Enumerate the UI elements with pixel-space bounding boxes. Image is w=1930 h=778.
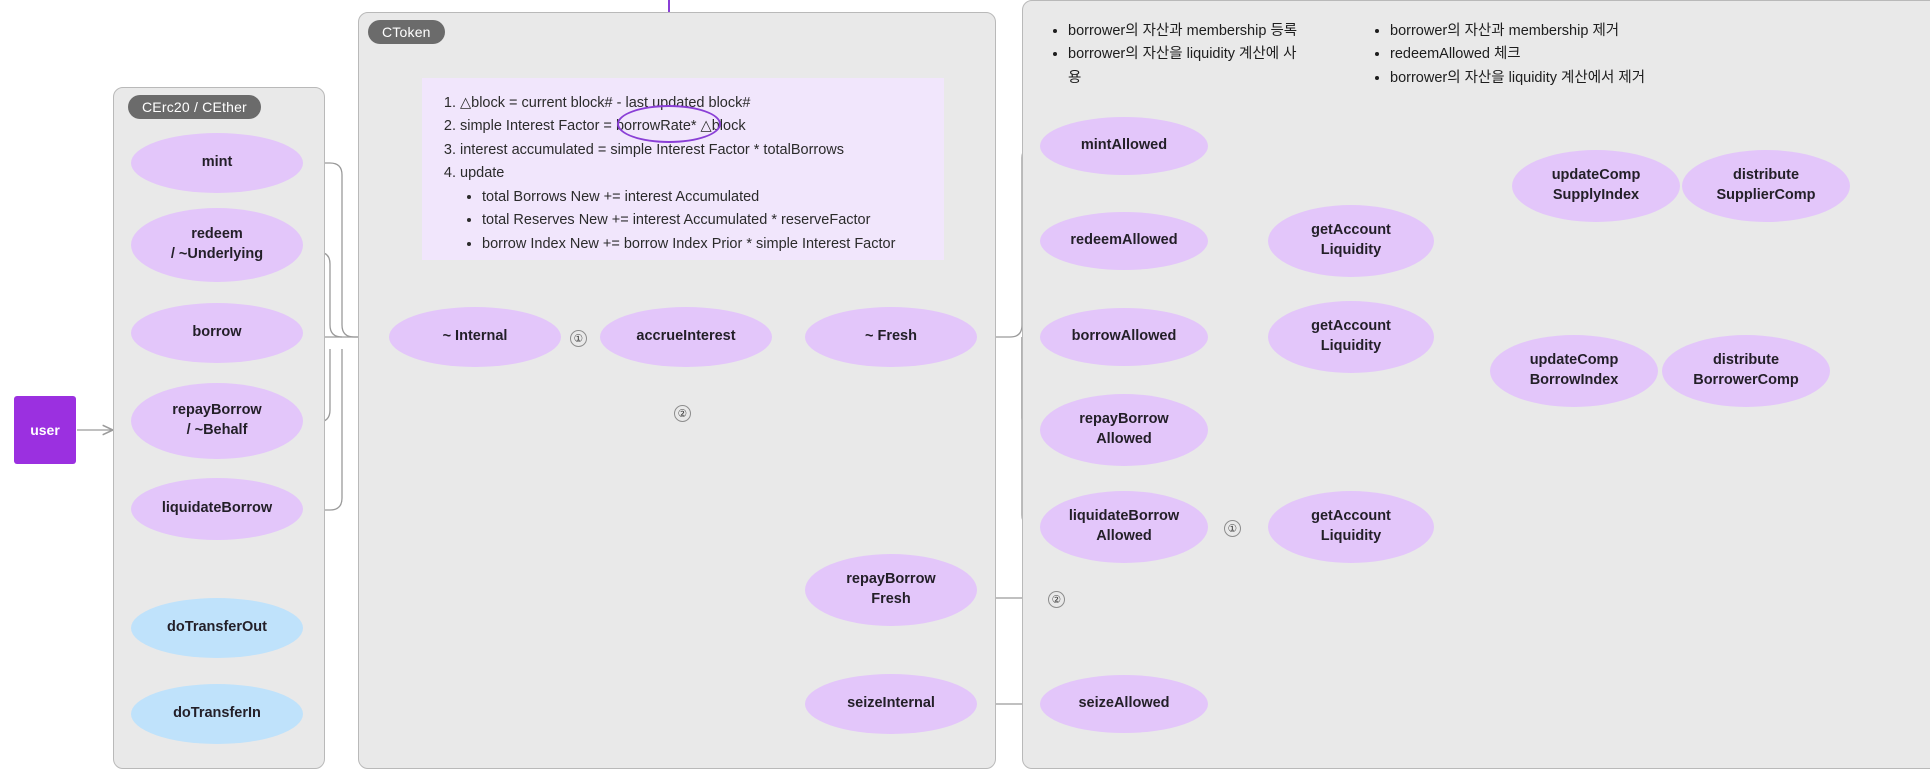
- node-update-comp-borrow-index-line1: updateComp: [1529, 352, 1619, 369]
- accrue-note-item-4: update total Borrows New += interest Acc…: [460, 162, 932, 256]
- panel-ctoken-title: CToken: [368, 20, 445, 44]
- node-get-account-liquidity-1[interactable]: getAccount Liquidity: [1268, 205, 1434, 277]
- node-liquidate-borrow-allowed-line2: Allowed: [1096, 528, 1152, 544]
- accrue-note-sub-1: total Borrows New += interest Accumulate…: [482, 186, 932, 209]
- node-repay-borrow[interactable]: repayBorrow / ~Behalf: [131, 383, 303, 459]
- node-borrow-allowed-label: borrowAllowed: [1071, 328, 1177, 345]
- node-mint-allowed-label: mintAllowed: [1080, 137, 1168, 154]
- node-get-account-liquidity-1-line1: getAccount: [1311, 222, 1391, 239]
- node-liquidate-borrow-allowed[interactable]: liquidateBorrow Allowed: [1040, 491, 1208, 563]
- user-box: user: [14, 396, 76, 464]
- accrue-note-item-2-prefix: simple Interest Factor =: [460, 118, 616, 135]
- korean-note-left-item-1: borrower의 자산과 membership 등록: [1068, 20, 1308, 43]
- node-fresh-label: ~ Fresh: [865, 328, 917, 345]
- node-accrue-interest[interactable]: accrueInterest: [600, 307, 772, 367]
- korean-note-right: borrower의 자산과 membership 제거 redeemAllowe…: [1370, 20, 1670, 90]
- node-mint[interactable]: mint: [131, 133, 303, 193]
- accrue-note-sub-2: total Reserves New += interest Accumulat…: [482, 209, 932, 232]
- node-update-comp-supply-index[interactable]: updateComp SupplyIndex: [1512, 150, 1680, 222]
- node-update-comp-supply-index-line1: updateComp: [1551, 167, 1641, 184]
- node-repay-borrow-fresh-line1: repayBorrow: [846, 571, 936, 588]
- accrue-note-sub-3: borrow Index New += borrow Index Prior *…: [482, 233, 932, 256]
- node-distribute-borrower-comp[interactable]: distribute BorrowerComp: [1662, 335, 1830, 407]
- node-distribute-supplier-comp-line2: SupplierComp: [1716, 187, 1816, 203]
- node-internal-label: ~ Internal: [442, 328, 508, 345]
- node-do-transfer-out[interactable]: doTransferOut: [131, 598, 303, 658]
- node-do-transfer-out-label: doTransferOut: [167, 619, 267, 636]
- node-repay-borrow-allowed-line2: Allowed: [1096, 431, 1152, 447]
- node-get-account-liquidity-2-line1: getAccount: [1311, 318, 1391, 335]
- node-seize-allowed[interactable]: seizeAllowed: [1040, 675, 1208, 733]
- borrow-rate-highlight-ellipse: [617, 105, 721, 143]
- node-redeem-allowed[interactable]: redeemAllowed: [1040, 212, 1208, 270]
- node-liquidate-borrow-allowed-line1: liquidateBorrow: [1068, 508, 1180, 525]
- node-borrow[interactable]: borrow: [131, 303, 303, 363]
- edge-label-internal-accrue: ①: [570, 330, 587, 347]
- node-mint-allowed[interactable]: mintAllowed: [1040, 117, 1208, 175]
- user-label: user: [30, 422, 60, 438]
- node-update-comp-supply-index-line2: SupplyIndex: [1552, 187, 1640, 203]
- node-get-account-liquidity-1-line2: Liquidity: [1320, 242, 1382, 258]
- node-get-account-liquidity-2[interactable]: getAccount Liquidity: [1268, 301, 1434, 373]
- node-mint-label: mint: [201, 154, 233, 171]
- node-do-transfer-in[interactable]: doTransferIn: [131, 684, 303, 744]
- korean-note-left-list: borrower의 자산과 membership 등록 borrower의 자산…: [1048, 20, 1308, 90]
- accrue-note-sublist: total Borrows New += interest Accumulate…: [460, 186, 932, 256]
- node-do-transfer-in-label: doTransferIn: [173, 705, 261, 722]
- node-accrue-interest-label: accrueInterest: [636, 328, 736, 345]
- node-seize-internal-label: seizeInternal: [847, 695, 935, 712]
- node-repay-borrow-fresh-line2: Fresh: [871, 591, 911, 607]
- node-repay-borrow-label-line1: repayBorrow: [172, 402, 262, 419]
- node-repay-borrow-allowed[interactable]: repayBorrow Allowed: [1040, 394, 1208, 466]
- korean-note-right-item-1: borrower의 자산과 membership 제거: [1390, 20, 1670, 43]
- edge-label-internal-fresh: ②: [674, 405, 691, 422]
- edge-label-liquidate-repayfresh: ②: [1048, 591, 1065, 608]
- node-distribute-borrower-comp-line1: distribute: [1712, 352, 1780, 369]
- node-redeem[interactable]: redeem / ~Underlying: [131, 208, 303, 282]
- node-repay-borrow-fresh[interactable]: repayBorrow Fresh: [805, 554, 977, 626]
- korean-note-left: borrower의 자산과 membership 등록 borrower의 자산…: [1048, 20, 1308, 90]
- node-fresh[interactable]: ~ Fresh: [805, 307, 977, 367]
- node-get-account-liquidity-3-line2: Liquidity: [1320, 528, 1382, 544]
- node-get-account-liquidity-3-line1: getAccount: [1311, 508, 1391, 525]
- node-redeem-label-line2: / ~Underlying: [170, 246, 264, 262]
- edge-label-liquidate-getaccount: ①: [1224, 520, 1241, 537]
- node-distribute-borrower-comp-line2: BorrowerComp: [1693, 372, 1799, 388]
- node-repay-borrow-allowed-line1: repayBorrow: [1079, 411, 1169, 428]
- node-seize-internal[interactable]: seizeInternal: [805, 674, 977, 734]
- node-distribute-supplier-comp-line1: distribute: [1732, 167, 1800, 184]
- node-redeem-allowed-label: redeemAllowed: [1070, 232, 1178, 249]
- node-borrow-allowed[interactable]: borrowAllowed: [1040, 308, 1208, 366]
- node-distribute-supplier-comp[interactable]: distribute SupplierComp: [1682, 150, 1850, 222]
- korean-note-right-item-3: borrower의 자산을 liquidity 계산에서 제거: [1390, 67, 1670, 90]
- node-update-comp-borrow-index-line2: BorrowIndex: [1529, 372, 1619, 388]
- node-internal[interactable]: ~ Internal: [389, 307, 561, 367]
- node-get-account-liquidity-2-line2: Liquidity: [1320, 338, 1382, 354]
- node-borrow-label: borrow: [192, 324, 242, 341]
- korean-note-right-item-2: redeemAllowed 체크: [1390, 43, 1670, 66]
- korean-note-left-item-2: borrower의 자산을 liquidity 계산에 사용: [1068, 43, 1308, 90]
- accrue-note-item-3: interest accumulated = simple Interest F…: [460, 139, 932, 162]
- panel-cerc20-title: CErc20 / CEther: [128, 95, 261, 119]
- node-repay-borrow-label-line2: / ~Behalf: [186, 422, 248, 438]
- node-redeem-label-line1: redeem: [191, 226, 243, 243]
- node-update-comp-borrow-index[interactable]: updateComp BorrowIndex: [1490, 335, 1658, 407]
- node-get-account-liquidity-3[interactable]: getAccount Liquidity: [1268, 491, 1434, 563]
- node-liquidate-borrow[interactable]: liquidateBorrow: [131, 478, 303, 540]
- node-liquidate-borrow-label: liquidateBorrow: [161, 500, 273, 517]
- korean-note-right-list: borrower의 자산과 membership 제거 redeemAllowe…: [1370, 20, 1670, 90]
- node-seize-allowed-label: seizeAllowed: [1078, 695, 1170, 712]
